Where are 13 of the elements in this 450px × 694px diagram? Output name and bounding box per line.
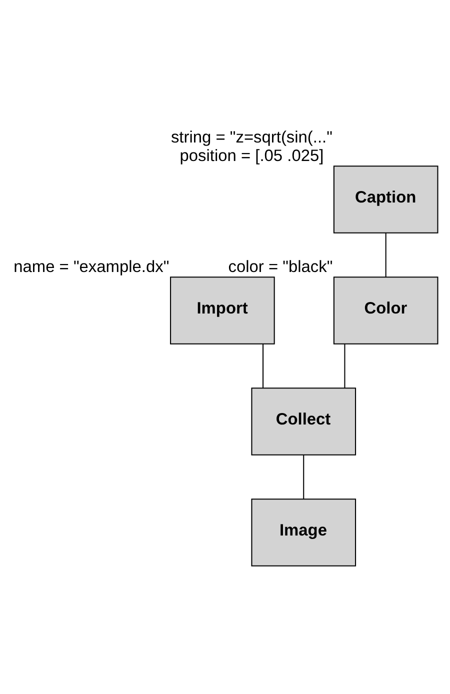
connector [303,454,304,498]
connector [385,232,386,276]
node-label: position = [.05 .025] [180,146,324,164]
node-label: string = "z=sqrt(sin(..." [170,128,332,146]
node-box: Collect [251,387,356,455]
node-box: Color [333,276,438,344]
node-box: Import [170,276,275,344]
node-label: color = "black" [228,257,333,276]
node-box: Caption [333,165,438,233]
node-label: name = "example.dx" [14,257,170,276]
node-box: Image [251,498,356,566]
connector [262,344,264,388]
connector [344,344,346,388]
